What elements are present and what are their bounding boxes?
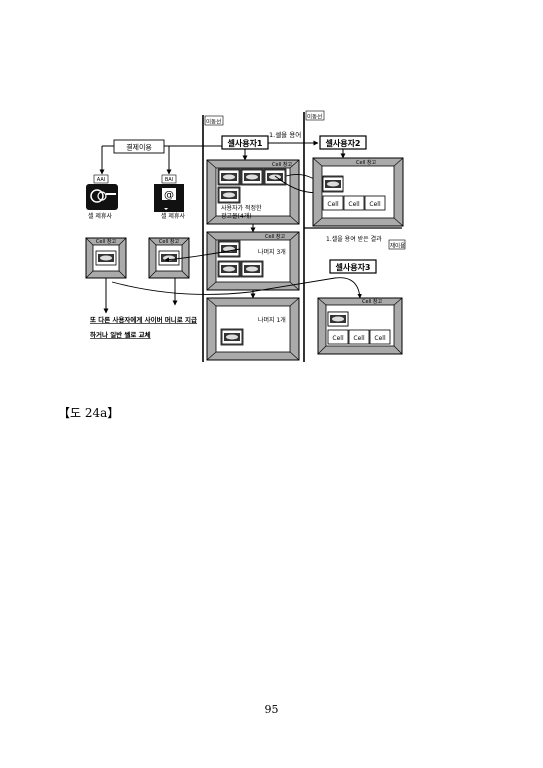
company-b-badge: BAI xyxy=(165,177,173,183)
note-line1: 또 다른 사용자에게 사이버 머니로 지급 xyxy=(90,315,197,324)
step-use-label: 1.셀을 용어 xyxy=(269,130,301,139)
user2-cell-2: Cell xyxy=(348,201,360,208)
company-b-cell-window-label: Cell 창고 xyxy=(159,238,180,245)
user2-cell-3: Cell xyxy=(369,201,381,208)
company-a-caption: 셀 제휴사 xyxy=(88,212,112,220)
stage-label-reuse: 재이용 xyxy=(390,242,405,250)
fit-ads-line1: 사용자가 적정한 xyxy=(221,204,262,212)
user1-window-2-label: Cell 창고 xyxy=(265,233,286,240)
result-label: 1.셀을 용여 받은 결과 xyxy=(326,235,382,243)
cell-user3-label: 셀사용자3 xyxy=(335,262,370,272)
user3-cell-1: Cell xyxy=(332,335,344,342)
user3-window-label: Cell 창고 xyxy=(362,298,383,305)
fit-ads-line2: 광고물(4개) xyxy=(221,212,252,220)
note-line2: 하거나 일반 쎌로 교체 xyxy=(90,330,151,339)
user2-window-label: Cell 창고 xyxy=(356,159,377,166)
user3-cell-2: Cell xyxy=(353,335,365,342)
company-a-cell-window-label: Cell 창고 xyxy=(96,238,117,245)
stage-label-move1: 이동선 xyxy=(206,118,221,126)
company-a-badge: AAI xyxy=(97,177,105,183)
stage-label-move2: 이동선 xyxy=(307,113,322,121)
company-b-caption: 셀 제휴사 xyxy=(161,212,185,220)
settlement-label: 결제이용 xyxy=(126,143,152,152)
page-number: 95 xyxy=(264,703,279,716)
figure-caption: 【도 24a】 xyxy=(58,406,120,420)
cell-user1-label: 셀사용자1 xyxy=(227,138,262,148)
user1-window-1-label: Cell 창고 xyxy=(272,161,293,168)
cell-user3-box xyxy=(329,259,377,274)
cell-user2-label: 셀사용자2 xyxy=(325,138,360,148)
user2-cell-1: Cell xyxy=(327,201,339,208)
remain3-label: 나머지 3개 xyxy=(258,248,286,256)
user3-cell-3: Cell xyxy=(374,335,386,342)
at-icon: @ xyxy=(164,190,174,201)
diagram: 이동선 이동선 재이용 1.셀을 용어 결제이용 AAI 셀 제휴사 BAI @… xyxy=(85,110,406,362)
remain1-label: 나머지 1개 xyxy=(258,316,286,324)
